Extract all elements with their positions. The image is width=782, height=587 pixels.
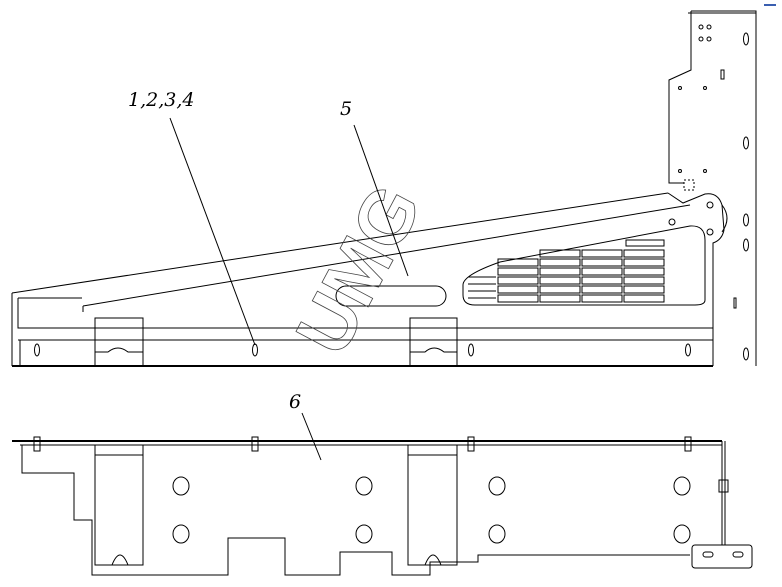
- strip-right: [407, 445, 458, 566]
- side-outline: [21, 445, 690, 576]
- grille-slot: [581, 267, 623, 276]
- grille-slot: [539, 285, 581, 294]
- grille-slot: [623, 294, 665, 303]
- leader-line-1-4: [169, 117, 256, 346]
- grille-slot: [581, 258, 623, 267]
- grille-slot: [497, 285, 539, 294]
- grille-slot: [539, 267, 581, 276]
- upright-plate: [668, 10, 757, 366]
- callout-label-1-4: 1,2,3,4: [128, 89, 194, 111]
- top-view: UMG: [11, 10, 757, 368]
- bracket-right: [409, 317, 458, 366]
- grille-slot: [623, 258, 665, 267]
- sloped-rails: [11, 192, 691, 307]
- grille-slot: [497, 258, 539, 267]
- grille-slot: [539, 249, 581, 258]
- grille-slot: [623, 285, 665, 294]
- grille-slot: [581, 276, 623, 285]
- grille-slot: [497, 267, 539, 276]
- grille-slot: [581, 294, 623, 303]
- callout-label-6: 6: [289, 391, 301, 413]
- bracket-left: [94, 317, 144, 366]
- grille-slot: [539, 276, 581, 285]
- grille-slot: [497, 294, 539, 303]
- callouts: 1,2,3,4 5 6: [128, 89, 409, 461]
- plate-holes: [678, 24, 749, 361]
- leader-line-5: [353, 124, 409, 277]
- callout-label-5: 5: [340, 98, 352, 120]
- pivot-arc: [721, 204, 728, 233]
- top-flange: [20, 441, 726, 545]
- grille-slot: [581, 249, 623, 258]
- box-frame: [11, 293, 713, 367]
- foot-bracket: [691, 544, 753, 569]
- grille-slot: [539, 258, 581, 267]
- leader-line-6: [301, 412, 322, 461]
- slot: [335, 285, 447, 307]
- grille-slot: [539, 294, 581, 303]
- grille-slot: [623, 267, 665, 276]
- mount-holes: [172, 476, 691, 544]
- strip-left: [94, 445, 144, 566]
- grille-slot: [623, 276, 665, 285]
- side-view: [12, 436, 753, 576]
- bolts-side: [33, 436, 729, 493]
- grille: [462, 225, 706, 306]
- grille-slot: [497, 276, 539, 285]
- grille-slot: [623, 249, 665, 258]
- grille-slot: [581, 285, 623, 294]
